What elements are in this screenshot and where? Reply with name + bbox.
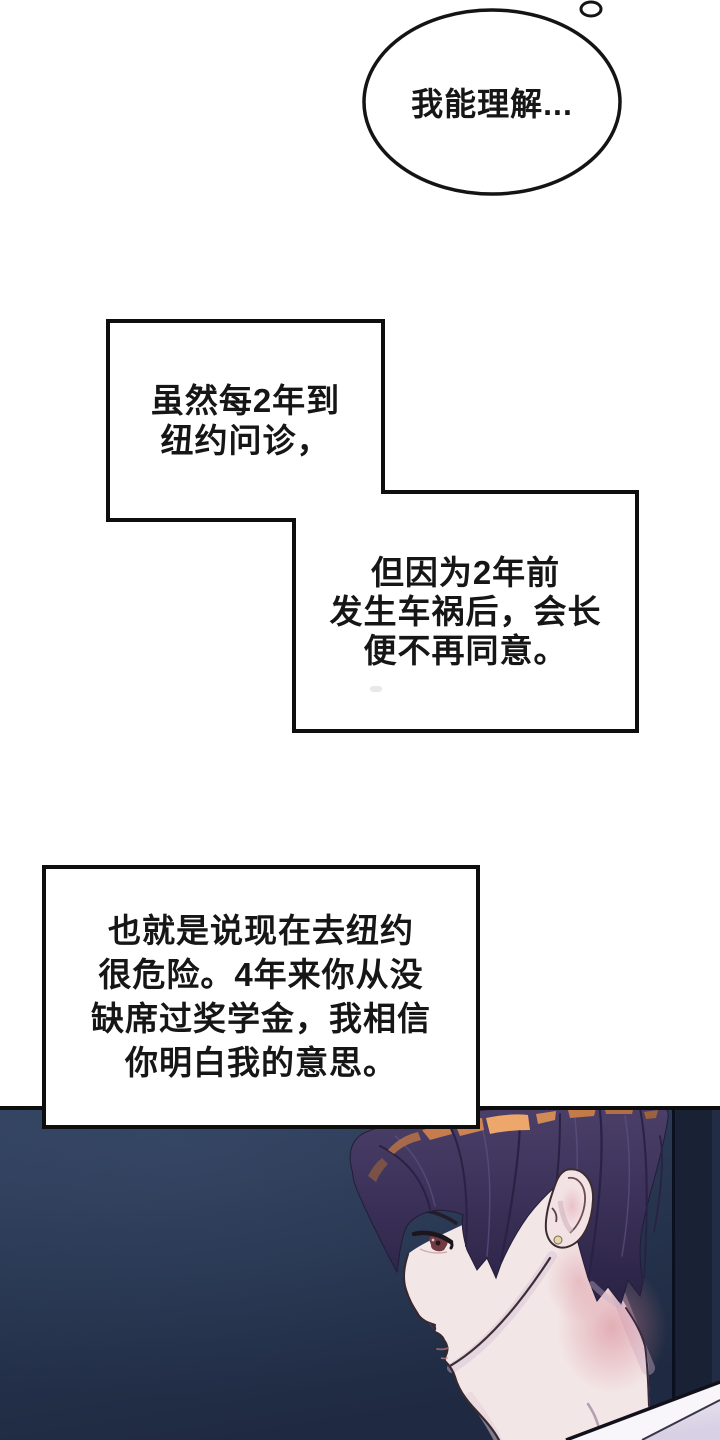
neck-back-line <box>625 1307 650 1407</box>
speech-box-3-outline <box>42 865 480 1129</box>
shirt <box>565 1380 720 1440</box>
speech-line: 纽约问诊， <box>160 421 331 459</box>
hair-tip-shadow <box>589 1281 623 1309</box>
thought-bubble-text: 我能理解... <box>362 8 622 196</box>
speech-box-3-text: 也就是说现在去纽约 很危险。4年来你从没 缺席过奖学金，我相信 你明白我的意思。 <box>42 865 480 1129</box>
speech-line: 缺席过奖学金，我相信 <box>91 1000 431 1037</box>
earring-stud <box>553 1235 563 1245</box>
nostril-line <box>428 1322 433 1330</box>
ear <box>544 1168 595 1249</box>
thought-bubble-tail-dot <box>579 0 603 18</box>
background-band-edge-line <box>672 1106 676 1440</box>
speech-box-1-2-outline <box>106 319 639 733</box>
speech-box-2-text: 但因为2年前 发生车祸后，会长 便不再同意。 <box>294 492 637 731</box>
lip-seam-line <box>436 1347 449 1351</box>
speech-line: 也就是说现在去纽约 <box>108 912 414 949</box>
speech-line: 很危险。4年来你从没 <box>98 956 424 993</box>
upper-lash-line <box>411 1230 454 1245</box>
under-eye-line <box>419 1248 448 1254</box>
jaw-line <box>448 1256 552 1368</box>
smudge-artifact <box>370 686 382 692</box>
illustration-panel <box>0 1106 720 1440</box>
under-lip-line <box>440 1357 449 1360</box>
speech-line: 便不再同意。 <box>363 632 568 669</box>
face-profile-line <box>402 1252 501 1440</box>
speech-box-1-text: 虽然每2年到 纽约问诊， <box>108 321 383 520</box>
speech-line: 发生车祸后，会长 <box>329 593 602 630</box>
speech-line: 但因为2年前 <box>370 554 561 591</box>
thought-bubble-outline <box>362 8 622 196</box>
speech-line: 你明白我的意思。 <box>125 1044 397 1081</box>
outer-lash-flick <box>449 1240 454 1250</box>
pupil <box>435 1240 441 1246</box>
thought-bubble-line: 我能理解... <box>411 86 573 122</box>
background-right-strip <box>712 1106 720 1440</box>
speech-line: 虽然每2年到 <box>150 381 341 419</box>
eye-glint <box>431 1238 435 1242</box>
